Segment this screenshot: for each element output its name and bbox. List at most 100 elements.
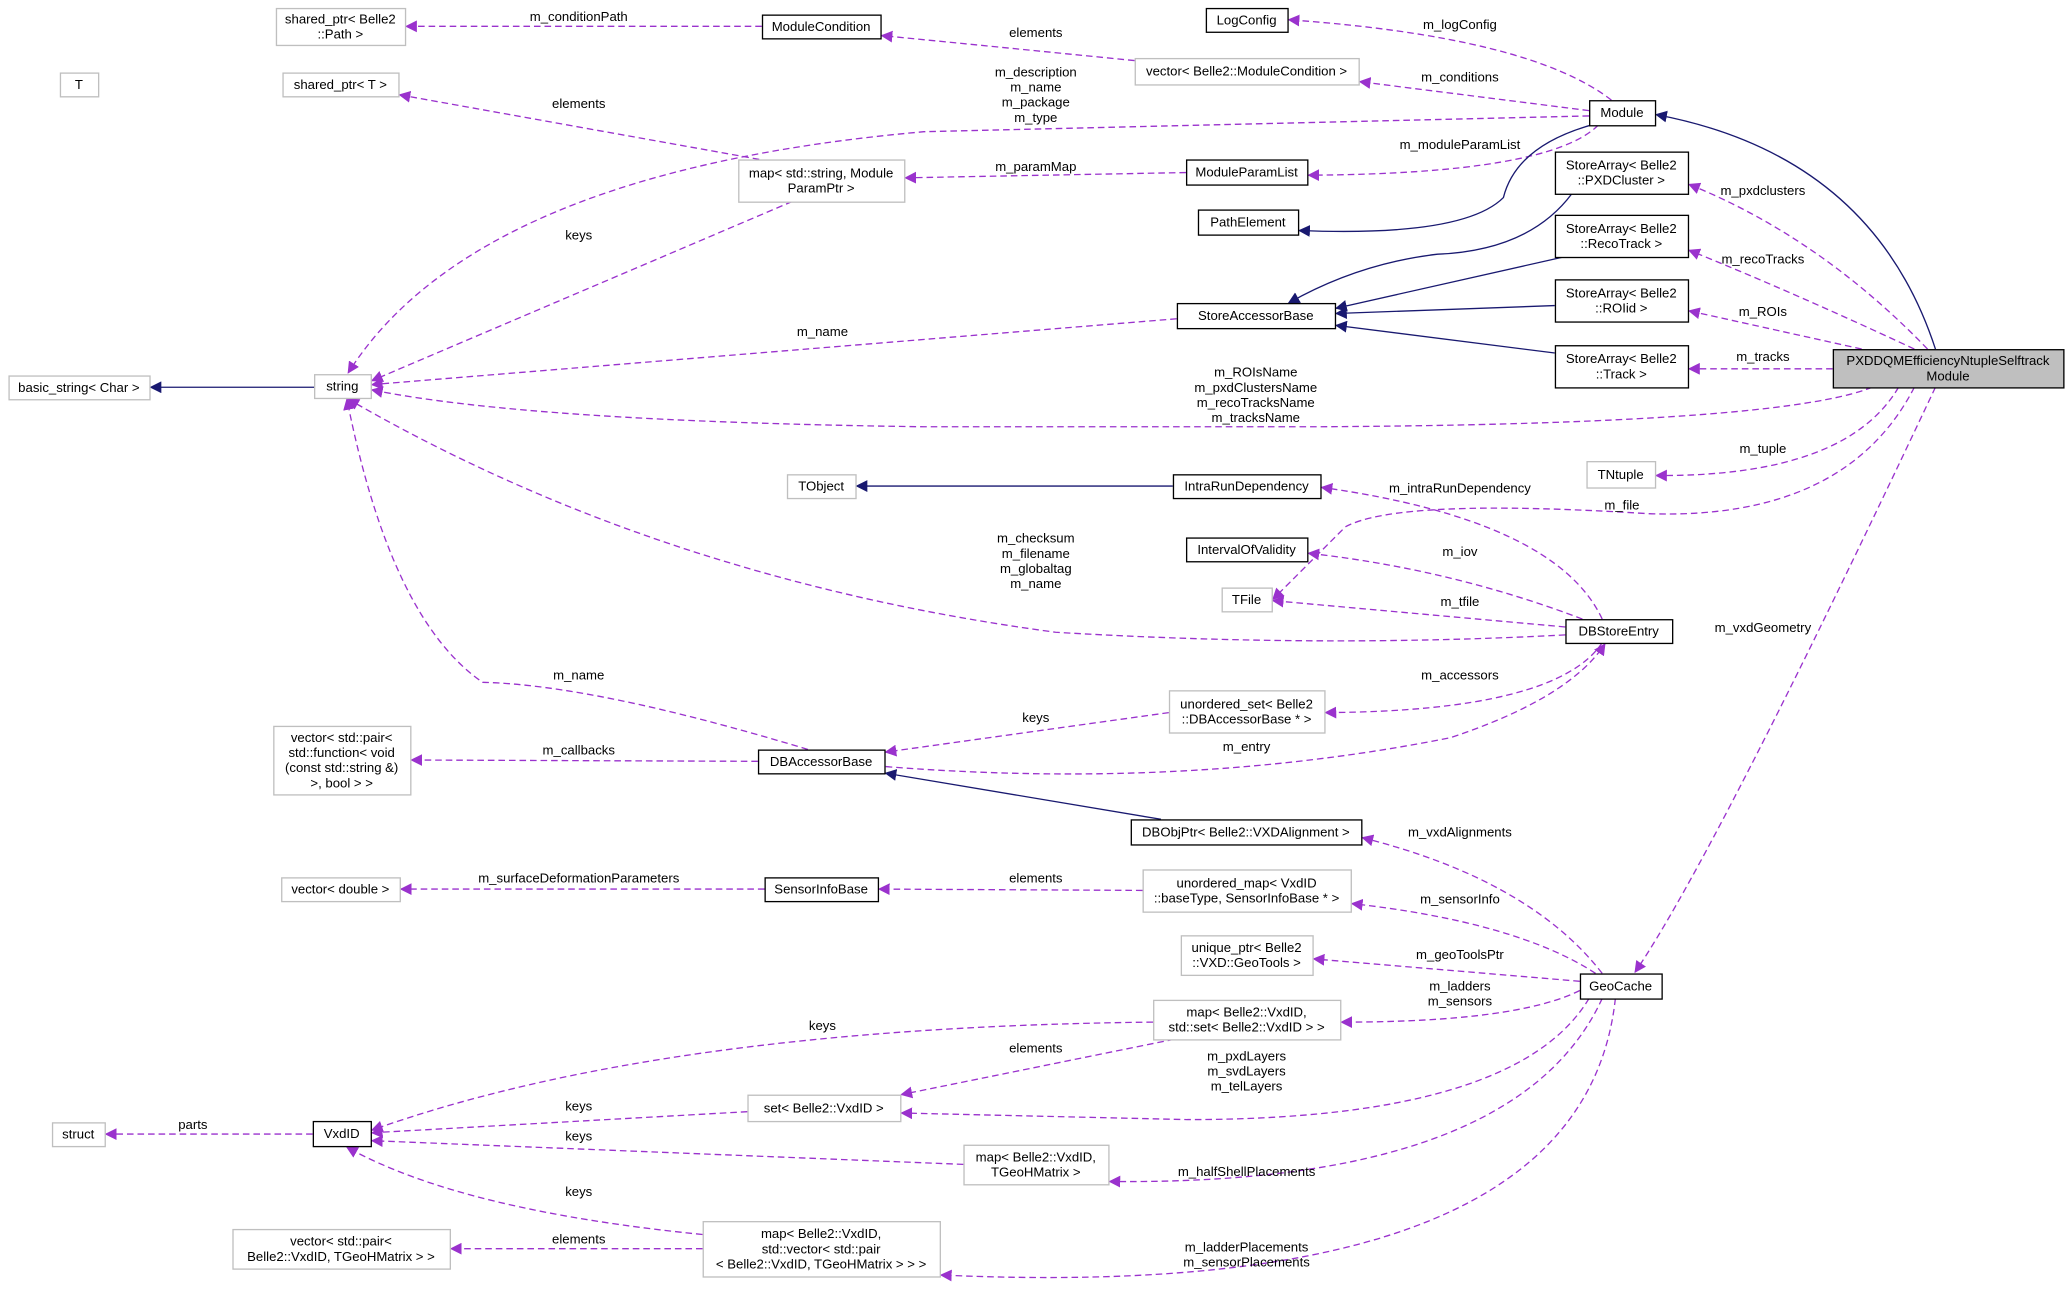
edge-focus-to-string: m_ROIsNamem_pxdClustersNamem_recoTracksN… [370, 365, 1873, 428]
node-box [232, 1228, 451, 1270]
edge-geocache-to-map_tgeo: m_halfShellPlacements [1108, 998, 1603, 1188]
node-label: DBObjPtr< Belle2::VXDAlignment > [1142, 824, 1350, 839]
edge-label: elements [1009, 25, 1063, 40]
class-node-struct[interactable]: struct [51, 1122, 106, 1148]
class-node-basic-string[interactable]: basic_string< Char > [8, 375, 151, 401]
node-label: ::VXD::GeoTools > [1192, 955, 1301, 970]
class-node-iov[interactable]: IntervalOfValidity [1185, 537, 1309, 563]
class-node-vec-double[interactable]: vector< double > [281, 877, 401, 903]
edge-label: keys [809, 1018, 836, 1033]
class-node-map-set[interactable]: map< Belle2::VxdID,std::set< Belle2::Vxd… [1153, 999, 1342, 1041]
edge-label: m_sensorInfo [1420, 892, 1500, 907]
node-label: vector< std::pair< [290, 1234, 392, 1249]
edge-label: m_logConfig [1423, 17, 1497, 32]
class-node-dbstore[interactable]: DBStoreEntry [1565, 619, 1674, 645]
node-label: GeoCache [1589, 979, 1652, 994]
node-label: map< Belle2::VxdID, [976, 1149, 1096, 1164]
class-node-tobject[interactable]: TObject [786, 474, 857, 500]
class-node-tfile[interactable]: TFile [1221, 587, 1273, 613]
node-box [314, 374, 372, 400]
edge-label: m_type [1014, 110, 1057, 125]
edge-label: m_name [1010, 80, 1061, 95]
class-node-string[interactable]: string [314, 374, 372, 400]
node-box [8, 375, 151, 401]
node-box [281, 877, 401, 903]
edge-module-to-vec_modcond: m_conditions [1358, 70, 1590, 112]
usage-arrow [1688, 248, 1915, 350]
node-box [1142, 869, 1352, 913]
edge-dbstore-to-uset_dbab: m_accessors [1324, 642, 1603, 719]
edge-label: m_vxdAlignments [1408, 824, 1512, 839]
usage-arrow [1272, 386, 1915, 601]
node-label: StoreAccessorBase [1198, 308, 1314, 323]
edge-geocache-to-uptr_geotools: m_geoToolsPtr [1312, 947, 1580, 982]
node-label: PXDDQMEfficiencyNtupleSelftrack [1846, 353, 2049, 368]
class-node-dbobjptr[interactable]: DBObjPtr< Belle2::VXDAlignment > [1130, 819, 1363, 846]
edge-label: m_moduleParamList [1400, 137, 1521, 152]
class-node-vec-pair-tgeo[interactable]: vector< std::pair<Belle2::VxdID, TGeoHMa… [232, 1228, 451, 1270]
node-box [1180, 935, 1314, 977]
class-node-logconfig[interactable]: LogConfig [1205, 7, 1289, 33]
node-label: < Belle2::VxdID, TGeoHMatrix > > > [716, 1256, 927, 1271]
node-label: ::baseType, SensorInfoBase * > [1154, 891, 1340, 906]
class-node-sa-track[interactable]: StoreArray< Belle2::Track > [1554, 345, 1690, 389]
class-node-umap-sensor[interactable]: unordered_map< VxdID::baseType, SensorIn… [1142, 869, 1352, 913]
edge-label: m_tracks [1736, 349, 1790, 364]
class-node-sp-T[interactable]: shared_ptr< T > [282, 72, 400, 98]
node-box [1134, 57, 1360, 86]
class-node-sa-roi[interactable]: StoreArray< Belle2::ROIid > [1554, 279, 1690, 323]
edge-map_set-to-set_vxd: elements [900, 1038, 1175, 1099]
node-label: unordered_map< VxdID [1177, 875, 1317, 890]
node-label: string [326, 379, 358, 394]
node-box [1554, 345, 1690, 389]
usage-arrow [1358, 77, 1590, 112]
node-label: ParamPtr > [788, 181, 855, 196]
node-label: ::Path > [317, 27, 363, 42]
class-node-tntuple[interactable]: TNtuple [1586, 461, 1657, 489]
class-node-pathelement[interactable]: PathElement [1197, 209, 1300, 236]
class-node-map-vec-tgeo[interactable]: map< Belle2::VxdID,std::vector< std::pai… [702, 1221, 941, 1278]
class-node-sa-pxd[interactable]: StoreArray< Belle2::PXDCluster > [1554, 151, 1690, 195]
edge-label: keys [565, 1098, 592, 1113]
class-node-geocache[interactable]: GeoCache [1579, 973, 1663, 1000]
class-node-sab[interactable]: StoreAccessorBase [1176, 302, 1337, 330]
class-node-map-tgeo[interactable]: map< Belle2::VxdID,TGeoHMatrix > [963, 1144, 1110, 1186]
edge-map_tgeo-to-vxdid: keys [370, 1129, 964, 1166]
node-label: basic_string< Char > [18, 380, 140, 395]
class-node-module[interactable]: Module [1589, 100, 1657, 127]
class-node-sensorinfo[interactable]: SensorInfoBase [764, 877, 880, 903]
edge-focus-to-geocache: m_vxdGeometry [1634, 386, 1937, 974]
class-node-dbab[interactable]: DBAccessorBase [757, 749, 886, 775]
edge-label: m_vxdGeometry [1715, 620, 1812, 635]
edge-label: m_tracksName [1212, 410, 1300, 425]
class-node-sp-path[interactable]: shared_ptr< Belle2::Path > [275, 7, 407, 47]
edge-label: m_ladders [1429, 979, 1491, 994]
class-node-set-vxd[interactable]: set< Belle2::VxdID > [747, 1094, 902, 1123]
node-label: shared_ptr< Belle2 [285, 11, 396, 26]
edge-label: m_sensors [1428, 994, 1493, 1009]
node-box [1172, 474, 1322, 500]
inheritance-arrow [1655, 110, 1937, 350]
edge-label: m_svdLayers [1207, 1063, 1286, 1078]
node-label: StoreArray< Belle2 [1566, 351, 1677, 366]
class-node-vec-callbacks[interactable]: vector< std::pair<std::function< void(co… [273, 725, 412, 796]
class-node-vec-modcond[interactable]: vector< Belle2::ModuleCondition > [1134, 57, 1360, 86]
class-node-vxdid[interactable]: VxdID [312, 1120, 372, 1148]
class-node-intrarun[interactable]: IntraRunDependency [1172, 474, 1322, 500]
class-node-modcond[interactable]: ModuleCondition [761, 14, 882, 40]
class-node-uset-dbab[interactable]: unordered_set< Belle2::DBAccessorBase * … [1168, 690, 1326, 734]
class-node-modparamlist[interactable]: ModuleParamList [1185, 159, 1309, 186]
inheritance-arrow [1298, 123, 1596, 237]
node-label: ::DBAccessorBase * > [1182, 711, 1312, 726]
class-node-sa-reco[interactable]: StoreArray< Belle2::RecoTrack > [1554, 214, 1690, 259]
node-label: vector< std::pair< [291, 730, 393, 745]
node-label: TObject [798, 479, 844, 494]
edge-label: keys [1022, 710, 1049, 725]
class-node-uptr-geotools[interactable]: unique_ptr< Belle2::VXD::GeoTools > [1180, 935, 1314, 977]
class-node-T[interactable]: T [59, 72, 100, 98]
edge-sa_roi-to-sab [1334, 304, 1555, 320]
node-label: StoreArray< Belle2 [1566, 158, 1677, 173]
